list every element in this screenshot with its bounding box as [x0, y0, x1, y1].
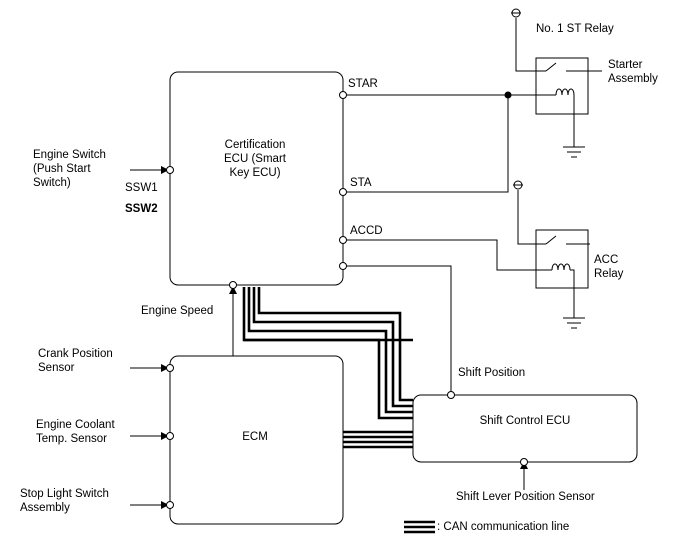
acc-relay-coil — [551, 263, 571, 271]
ssw2-label: SSW2 — [125, 203, 158, 215]
coolant-terminal — [166, 432, 174, 440]
accd-label: ACCD — [350, 225, 383, 237]
st-relay-power-symbol — [511, 8, 521, 18]
starter-assembly-label: Starter Assembly — [608, 59, 658, 85]
engine-speed-label: Engine Speed — [141, 305, 214, 317]
certification-ecu-box — [169, 71, 344, 286]
can-line-2 — [247, 287, 413, 414]
stop-light-switch-label: Stop Light Switch Assembly — [20, 488, 109, 514]
acc-relay-label: ACC Relay — [594, 254, 624, 280]
star-terminal — [339, 91, 347, 99]
ssw1-label: SSW1 — [125, 182, 158, 194]
st-relay-box — [535, 57, 589, 115]
acc-relay-box — [535, 229, 589, 289]
sta-line — [343, 95, 509, 193]
st-relay-coil — [555, 88, 575, 96]
engine-coolant-temp-sensor-label: Engine Coolant Temp. Sensor — [36, 419, 115, 445]
engine-switch-label: Engine Switch (Push Start Switch) — [33, 149, 106, 189]
can-line-4 — [257, 287, 413, 402]
star-label: STAR — [348, 78, 378, 90]
shift-control-ecu-label: Shift Control ECU — [479, 415, 571, 427]
engine-speed-terminal — [229, 281, 237, 289]
shift-out-terminal — [339, 262, 347, 270]
shift-lever-terminal — [520, 458, 528, 466]
can-line-1b — [244, 338, 413, 420]
stop-light-terminal — [166, 501, 174, 509]
shift-position-terminal — [447, 391, 455, 399]
crank-terminal — [166, 364, 174, 372]
shift-lever-position-sensor-label: Shift Lever Position Sensor — [456, 491, 595, 503]
crank-position-sensor-label: Crank Position Sensor — [38, 348, 113, 374]
sta-label: STA — [350, 177, 372, 189]
shift-position-label: Shift Position — [458, 367, 526, 379]
can-line-3 — [252, 287, 413, 408]
ecm-label: ECM — [242, 431, 268, 443]
shift-control-ecu-box — [412, 394, 638, 463]
acc-relay-supply — [517, 190, 546, 245]
acc-relay-contact — [545, 235, 557, 245]
st-relay-supply — [515, 18, 538, 72]
st-relay-contact — [545, 62, 557, 72]
accd-terminal — [339, 236, 347, 244]
legend-can-label: : CAN communication line — [437, 521, 570, 533]
certification-ecu-label: Certification ECU (Smart Key ECU) — [224, 139, 286, 179]
accd-line — [343, 239, 538, 271]
acc-relay-power-symbol — [513, 180, 523, 190]
shift-position-line — [343, 265, 452, 395]
ssw-terminal — [166, 166, 174, 174]
sta-terminal — [339, 188, 347, 196]
star-junction-dot — [504, 91, 512, 99]
st-relay-label: No. 1 ST Relay — [536, 23, 614, 35]
